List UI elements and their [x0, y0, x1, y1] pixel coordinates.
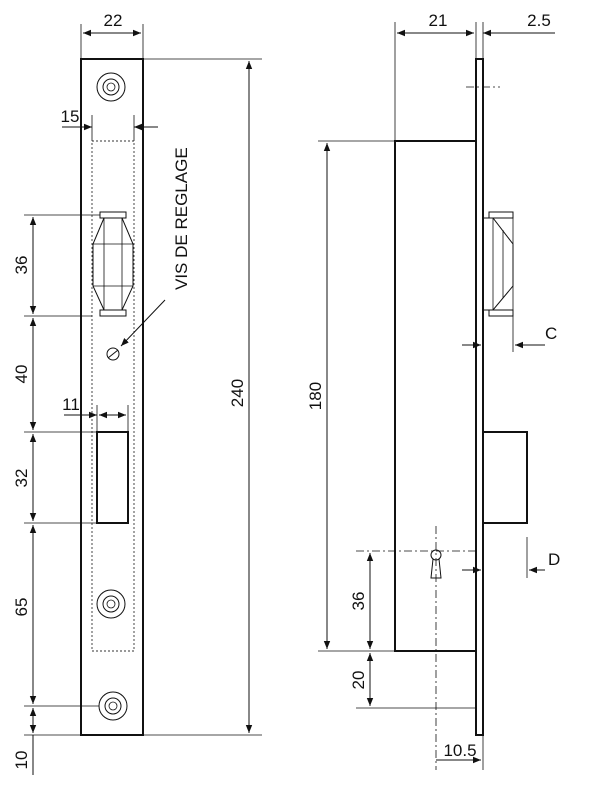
- dim-65-front: 65: [12, 598, 31, 617]
- faceplate: [80, 58, 144, 736]
- side-faceplate: [475, 58, 484, 736]
- bolt-slot: [96, 431, 129, 524]
- dim-180: 180: [306, 140, 395, 652]
- dim-10-5: 10.5: [436, 735, 484, 770]
- side-view: 21 2.5 180 36 20 10.5: [306, 11, 560, 770]
- dim-2-5: 2.5: [482, 11, 555, 59]
- dim-c: C: [462, 316, 557, 352]
- dim-10-front: 10: [12, 751, 31, 770]
- dim-20-side: 20: [349, 671, 368, 690]
- svg-text:240: 240: [228, 379, 247, 407]
- dim-chain-side: 36 20: [349, 553, 476, 709]
- adjustment-screw: [106, 347, 120, 361]
- latch-roller: [92, 211, 134, 317]
- svg-text:2.5: 2.5: [527, 11, 551, 30]
- dim-21: 21: [394, 11, 477, 141]
- screw-hole-bottom: [98, 691, 128, 721]
- dim-32-front: 32: [12, 469, 31, 488]
- screw-hole-top: [96, 72, 126, 102]
- dim-36-side: 36: [349, 592, 368, 611]
- side-lock-body: [394, 140, 477, 652]
- annotation-vis-de-reglage: VIS DE REGLAGE: [172, 147, 191, 290]
- screw-hole-middle: [96, 589, 126, 619]
- svg-text:15: 15: [61, 107, 80, 126]
- side-bolt: [482, 431, 528, 524]
- side-latch: [483, 211, 514, 317]
- case-outline-dotted: [91, 140, 135, 652]
- dim-40-front: 40: [12, 365, 31, 384]
- svg-text:10.5: 10.5: [443, 741, 476, 760]
- dim-11: 11: [62, 395, 129, 432]
- dim-width-22: 22: [80, 11, 144, 59]
- svg-text:22: 22: [104, 11, 123, 30]
- svg-text:C: C: [545, 324, 557, 343]
- annotation-leader: [120, 299, 166, 347]
- svg-text:11: 11: [62, 395, 80, 414]
- dim-240: 240: [143, 58, 262, 736]
- dim-36-front: 36: [12, 256, 31, 275]
- dim-d: D: [462, 537, 560, 578]
- svg-text:21: 21: [429, 11, 448, 30]
- svg-text:180: 180: [306, 382, 325, 410]
- front-view: VIS DE REGLAGE 22 15 11: [12, 11, 262, 775]
- svg-text:D: D: [548, 550, 560, 569]
- dim-15: 15: [61, 107, 158, 141]
- dim-chain-left: 36 40 32 65 10: [12, 214, 100, 775]
